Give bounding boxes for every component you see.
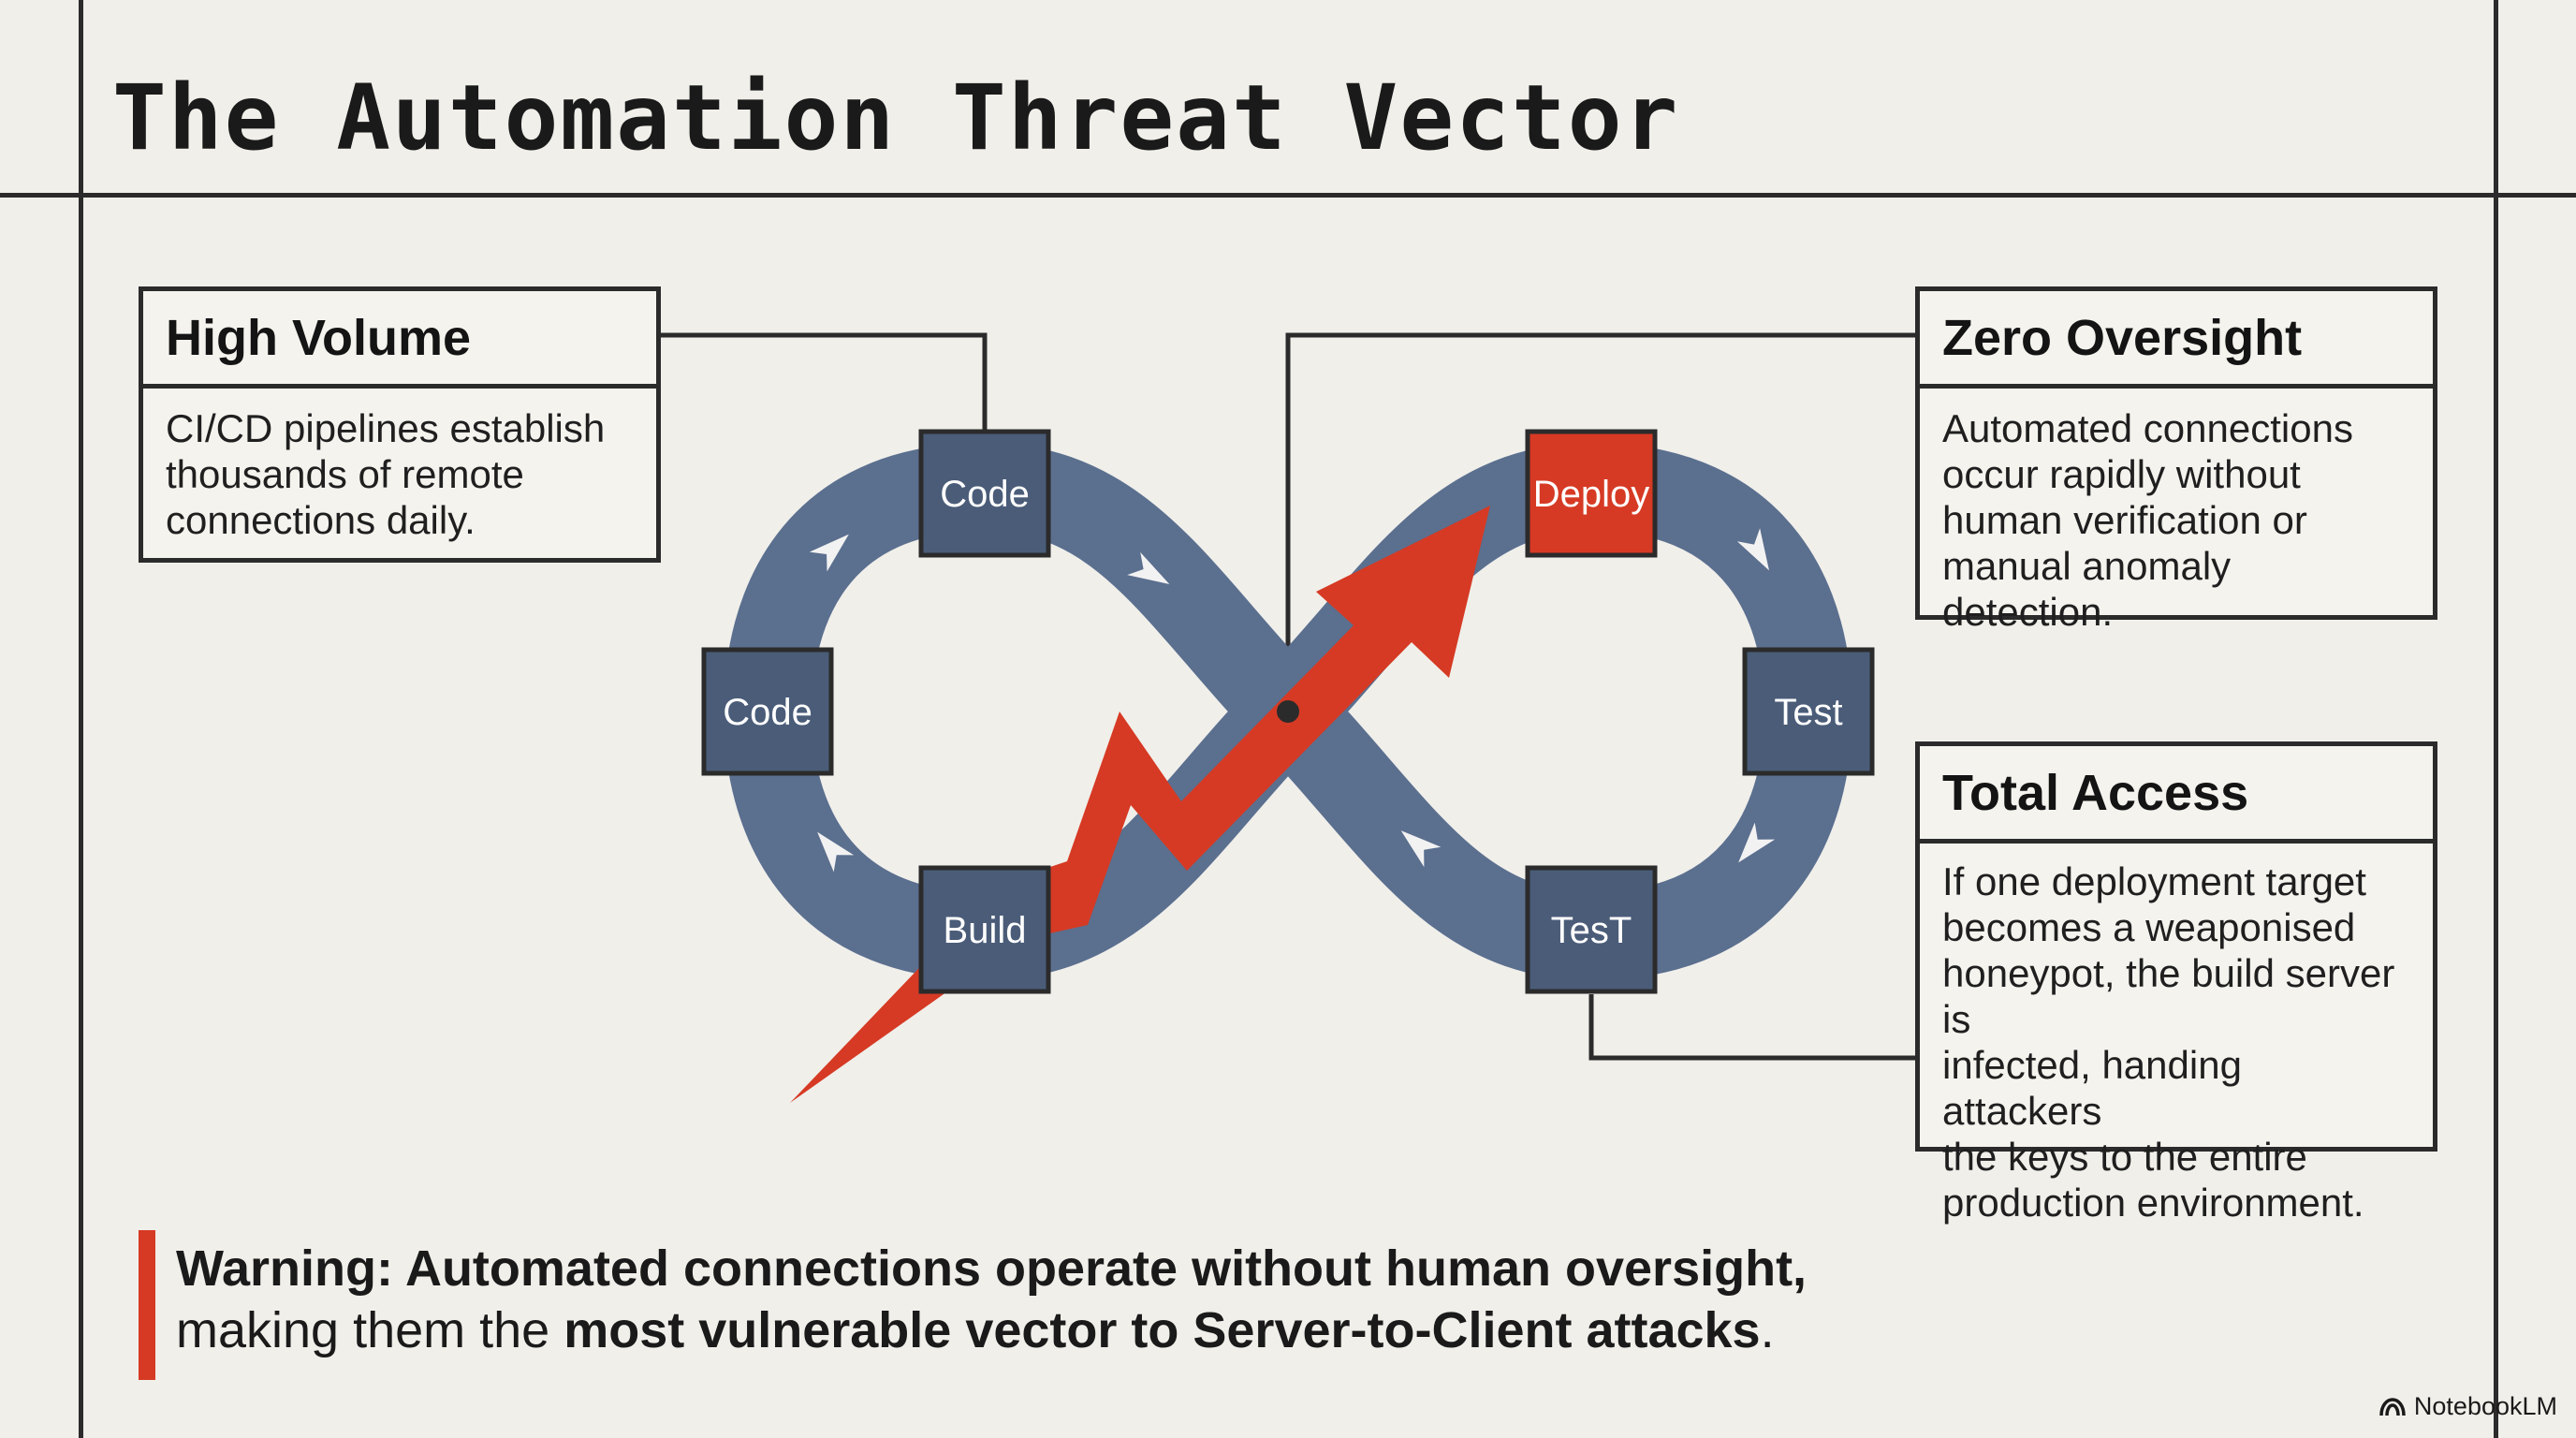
chevron-icon — [1400, 830, 1442, 868]
connector-total-access — [1588, 994, 1917, 1061]
loop-node-right: Test — [1742, 647, 1875, 776]
loop-node-box — [1525, 865, 1658, 994]
warning-period: . — [1760, 1302, 1775, 1358]
warning-emphasis: most vulnerable vector to Server-to-Clie… — [564, 1302, 1761, 1358]
loop-node-box — [1742, 647, 1875, 776]
loop-node-bottom-right: TesT — [1525, 865, 1658, 994]
warning-accent-bar — [139, 1230, 155, 1380]
card-line: becomes a weaponised — [1942, 905, 2356, 949]
card-line: infected, handing attackers — [1942, 1043, 2242, 1133]
card-line: thousands of remote — [166, 452, 524, 496]
frame-top-divider — [0, 193, 2576, 198]
chevron-icon — [817, 831, 855, 873]
card-zero-oversight: Zero Oversight Automated connections occ… — [1915, 286, 2437, 634]
card-line: Automated connections — [1942, 406, 2353, 450]
card-line: honeypot, the build server is — [1942, 951, 2395, 1041]
frame-left-border — [79, 0, 83, 1438]
card-zero-oversight-body: Automated connections occur rapidly with… — [1920, 389, 2433, 652]
warning-text: making them the — [176, 1302, 564, 1358]
loop-node-label: Deploy — [1533, 474, 1650, 515]
loop-node-top-right: Deploy — [1525, 429, 1658, 558]
card-high-volume-title: High Volume — [143, 291, 656, 389]
card-high-volume: High Volume CI/CD pipelines establish th… — [139, 286, 661, 563]
chevron-icon — [1127, 551, 1170, 584]
loop-node-box — [701, 647, 834, 776]
card-line: connections daily. — [166, 498, 476, 542]
chevron-icon — [809, 534, 849, 572]
page-title: The Automation Threat Vector — [112, 66, 1680, 170]
warning-text-bold: Automated connections operate without hu… — [392, 1240, 1808, 1297]
loop-node-left: Code — [701, 647, 834, 776]
connector-zero-oversight — [1285, 332, 1917, 712]
card-line: production environment. — [1942, 1181, 2364, 1225]
card-line: manual anomaly detection. — [1942, 544, 2232, 634]
connector-high-volume — [659, 332, 988, 431]
chevron-icon — [1738, 822, 1776, 863]
loop-node-label: TesT — [1551, 910, 1632, 951]
card-total-access-title: Total Access — [1920, 746, 2433, 844]
card-line: If one deployment target — [1942, 859, 2366, 903]
connector-dot — [1277, 700, 1299, 723]
loop-node-bottom-left: Build — [918, 865, 1051, 994]
loop-node-box — [918, 865, 1051, 994]
card-line: CI/CD pipelines establish — [166, 406, 606, 450]
loop-node-label: Code — [940, 474, 1030, 515]
card-high-volume-body: CI/CD pipelines establish thousands of r… — [143, 389, 656, 560]
card-total-access-body: If one deployment target becomes a weapo… — [1920, 844, 2433, 1242]
loop-node-top-left: Code — [918, 429, 1051, 558]
loop-node-label: Code — [723, 692, 812, 733]
chevron-icon — [1736, 528, 1769, 571]
card-zero-oversight-title: Zero Oversight — [1920, 291, 2433, 389]
card-line: occur rapidly without — [1942, 452, 2301, 496]
notebooklm-logo-icon — [2379, 1397, 2406, 1416]
card-line: the keys to the entire — [1942, 1135, 2307, 1179]
loop-node-box — [1525, 429, 1658, 558]
warning-label: Warning: — [176, 1240, 393, 1297]
frame-right-border — [2494, 0, 2498, 1438]
brand-label: NotebookLM — [2413, 1392, 2557, 1420]
card-total-access: Total Access If one deployment target be… — [1915, 741, 2437, 1225]
warning-callout: Warning: Automated connections operate w… — [176, 1238, 2142, 1361]
loop-node-label: Build — [944, 910, 1027, 951]
brand-badge: NotebookLM — [2378, 1392, 2557, 1421]
loop-node-box — [918, 429, 1051, 558]
card-line: human verification or — [1942, 498, 2307, 542]
loop-node-label: Test — [1774, 692, 1842, 733]
